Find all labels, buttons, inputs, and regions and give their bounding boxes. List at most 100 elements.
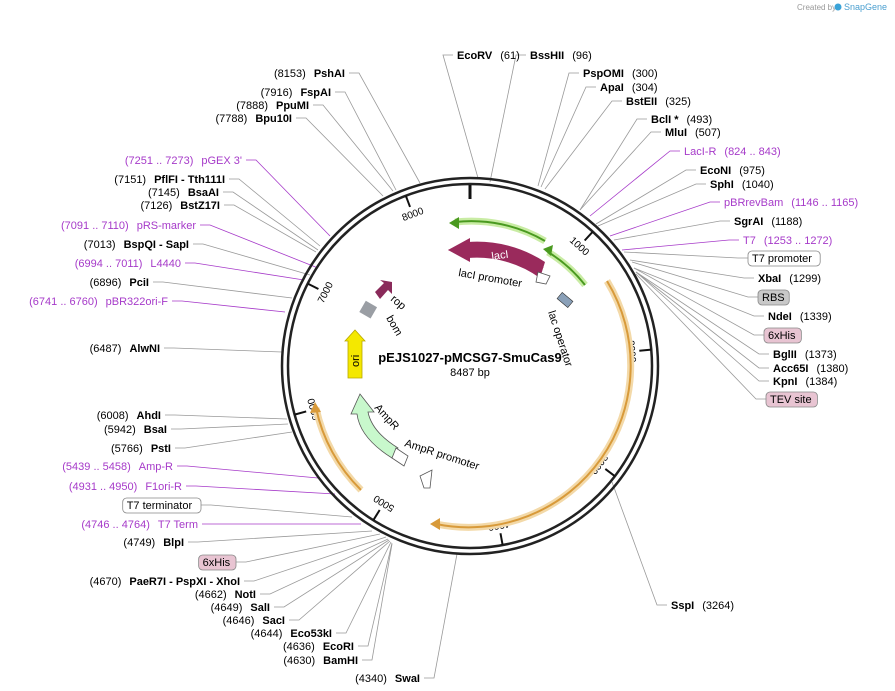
ori-label: ori xyxy=(350,355,362,367)
leader-line xyxy=(223,191,319,251)
leader-line xyxy=(193,243,311,276)
site-pos: (1380) xyxy=(816,363,848,375)
left-arc-arrowhead xyxy=(310,402,321,413)
backbone xyxy=(280,176,660,556)
feature-box xyxy=(122,497,202,514)
site-label-bcli: BclI *(493) xyxy=(651,114,712,126)
site-name: BsaAI xyxy=(188,187,219,199)
feature-box xyxy=(198,554,237,571)
leader-line xyxy=(244,536,387,582)
laci-promoter-arrow xyxy=(535,271,551,285)
site-name: TEV site xyxy=(770,394,812,406)
tick-mark-5000 xyxy=(372,509,381,521)
leader-line xyxy=(635,271,769,355)
site-name: BsaI xyxy=(144,424,167,436)
tick-label-8000: 8000 xyxy=(401,206,426,224)
site-label-bsteii: BstEII(325) xyxy=(626,96,691,108)
site-pos: (7251 .. 7273) xyxy=(125,155,194,167)
site-name: pBRrevBam xyxy=(724,197,783,209)
leader-lines xyxy=(153,54,769,679)
site-pos: (1040) xyxy=(742,179,774,191)
leader-line xyxy=(246,159,331,237)
site-label-pspomi: PspOMI(300) xyxy=(583,68,658,80)
ampr-label: AmpR xyxy=(372,402,401,433)
site-label-laci-r: LacI-R(824 .. 843) xyxy=(684,146,781,158)
leader-line xyxy=(224,204,317,253)
site-name: EcoNI xyxy=(700,165,731,177)
site-name: pBR322ori-F xyxy=(106,296,169,308)
site-labels: EcoRV(61)BssHII(96)PspOMI(300)ApaI(304)B… xyxy=(29,50,858,685)
site-name: pGEX 3' xyxy=(201,155,242,167)
site-name: SwaI xyxy=(395,673,420,685)
site-label-xbai: XbaI(1299) xyxy=(758,273,821,285)
site-pos: (1253 .. 1272) xyxy=(764,235,833,247)
site-label-sspi: SspI(3264) xyxy=(671,600,734,612)
site-label-ahdi: (6008)AhdI xyxy=(97,410,161,422)
site-pos: (304) xyxy=(632,82,658,94)
leader-line xyxy=(611,481,667,606)
laci-feature: lacI lacI promoter xyxy=(448,238,551,290)
ampr-promoter-arrow xyxy=(419,469,433,489)
site-pos: (4636) xyxy=(283,641,315,653)
snapgene-logo-icon xyxy=(834,3,842,11)
ampr-promoter-label: AmpR promoter xyxy=(403,437,481,473)
leader-line xyxy=(260,538,389,595)
site-pos: (824 .. 843) xyxy=(724,146,780,158)
leader-line xyxy=(296,117,384,197)
site-label-ecorv: EcoRV(61) xyxy=(457,50,520,62)
site-label-apai: ApaI(304) xyxy=(600,82,658,94)
site-name: pRS-marker xyxy=(137,220,197,232)
leader-line xyxy=(185,262,305,281)
leader-line xyxy=(589,150,680,217)
left-arc-line xyxy=(315,407,362,491)
site-name: PaeR7I - PspXI - XhoI xyxy=(129,576,240,588)
tick-label-5000: 5000 xyxy=(371,492,396,513)
ori-feature: ori xyxy=(344,329,366,379)
cds-arc xyxy=(310,279,635,531)
site-name: L4440 xyxy=(150,258,181,270)
plasmid-name: pEJS1027-pMCSG7-SmuCas9 xyxy=(378,350,562,365)
cds-arrowhead xyxy=(430,518,440,530)
rop-label: rop xyxy=(388,293,408,312)
site-label-t7-promoter: T7 promoter xyxy=(747,250,821,267)
site-name: FspAI xyxy=(300,87,331,99)
leader-line xyxy=(613,220,730,241)
site-label-bsai: (5942) BsaI xyxy=(104,424,167,436)
leader-line xyxy=(609,201,720,237)
site-label-6xhis: 6xHis xyxy=(198,554,237,571)
site-label-blpi: (4749)BlpI xyxy=(123,537,184,549)
green-arcs xyxy=(449,217,588,288)
site-name: SphI xyxy=(710,179,734,191)
site-pos: (7888) xyxy=(236,100,268,112)
site-pos: (1339) xyxy=(800,311,832,323)
site-pos: (7916) xyxy=(261,87,293,99)
site-pos: (300) xyxy=(632,68,658,80)
site-name: F1ori-R xyxy=(145,481,182,493)
credit-brand: SnapGene xyxy=(844,2,887,12)
site-label-bstz17i: (7126)BstZ17I xyxy=(140,200,220,212)
site-label-bamhi: (4630)BamHI xyxy=(283,655,358,667)
leader-line xyxy=(631,261,758,298)
site-label-bsaai: (7145)BsaAI xyxy=(148,187,219,199)
leader-line xyxy=(579,131,661,211)
tick-mark-3000 xyxy=(604,468,616,477)
leader-line xyxy=(579,118,647,211)
site-label-sali: (4649)SalI xyxy=(211,602,270,614)
leader-line xyxy=(633,267,764,336)
site-label-pflfi-tth111i: (7151)PflFI - Tth111I xyxy=(114,174,225,186)
feature-box xyxy=(757,289,790,306)
site-name: EcoRV xyxy=(457,50,493,62)
site-name: Eco53kI xyxy=(290,628,332,640)
leader-line xyxy=(200,224,319,269)
leader-line xyxy=(540,86,596,188)
site-label-l4440: (6994 .. 7011)L4440 xyxy=(75,258,181,270)
site-pos: (4649) xyxy=(211,602,243,614)
site-pos: (5942) xyxy=(104,424,136,436)
leader-line xyxy=(623,251,748,259)
laci-arrow-tip xyxy=(448,238,470,262)
site-label-pgex-3: (7251 .. 7273) pGEX 3' xyxy=(125,155,242,167)
leader-line xyxy=(313,104,394,192)
site-pos: (4931 .. 4950) xyxy=(69,481,138,493)
site-label-rbs: RBS xyxy=(757,289,790,306)
